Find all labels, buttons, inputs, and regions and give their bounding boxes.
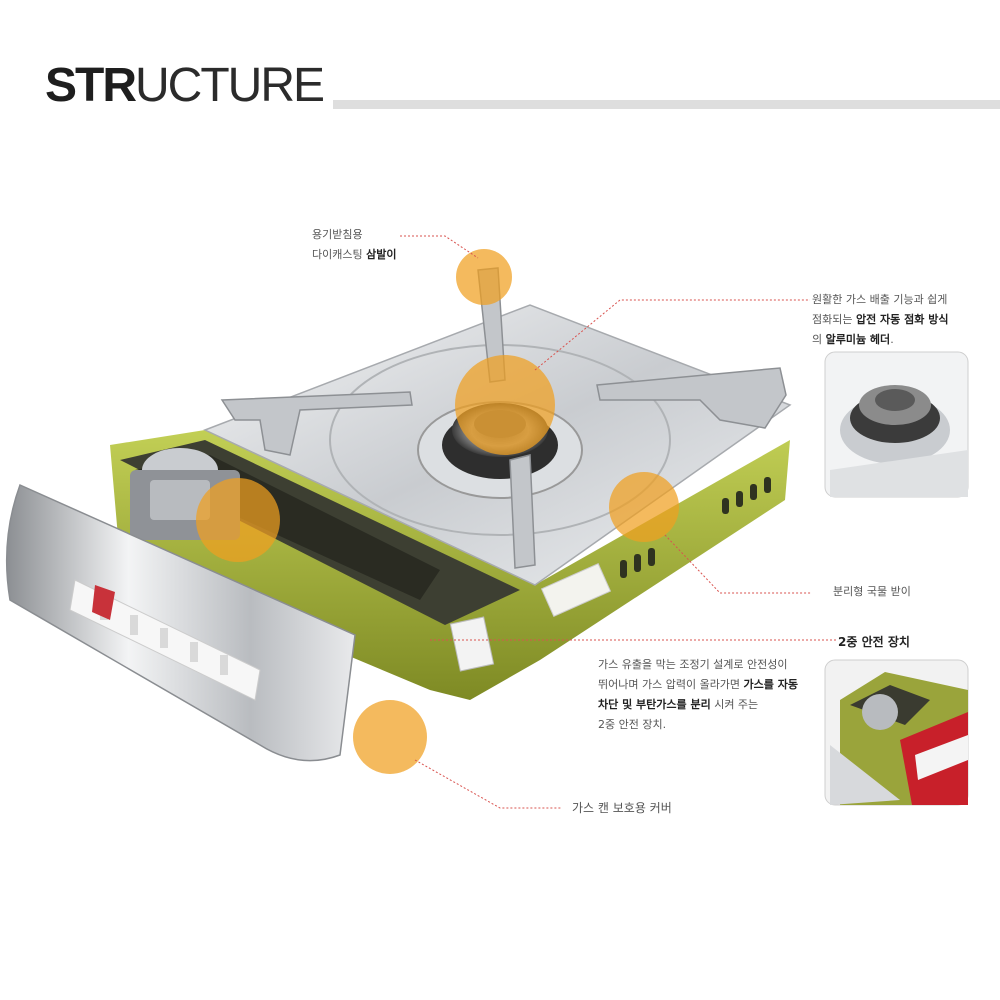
- title-rest-part: UCTURE: [135, 59, 325, 112]
- rating-sticker: [449, 616, 495, 672]
- safety-device-photo: [824, 659, 969, 806]
- marker-burner: [455, 355, 555, 455]
- marker-regulator: [196, 478, 280, 562]
- callout-safety-heading: 2중 안전 장치: [838, 635, 910, 649]
- callout-tripod-line1: 용기받침용: [312, 228, 363, 241]
- burner-closeup-photo: [824, 351, 969, 498]
- callout-safety-line1: 가스 유출을 막는 조정기 설계로 안전성이: [598, 658, 788, 671]
- callout-tray: 분리형 국물 받이: [833, 585, 911, 598]
- callout-burner-line1: 원활한 가스 배출 기능과 쉽게: [812, 293, 948, 306]
- title-bold-part: STR: [45, 59, 137, 112]
- callout-burner: 원활한 가스 배출 기능과 쉽게 점화되는 압전 자동 점화 방식 의 알루미늄…: [812, 290, 948, 350]
- highlight-markers: [196, 249, 679, 774]
- page-title: STRUCTURE: [45, 59, 325, 112]
- marker-tray: [609, 472, 679, 542]
- callout-safety-line2: 뛰어나며 가스 압력이 올라가면 가스를 자동: [598, 678, 798, 691]
- callout-safety-line3: 차단 및 부탄가스를 분리 시켜 주는: [598, 698, 759, 711]
- title-rule: [333, 100, 1000, 109]
- gas-can-cover: [5, 483, 356, 762]
- callout-cover: 가스 캔 보호용 커버: [572, 801, 672, 815]
- callout-burner-line2: 점화되는 압전 자동 점화 방식: [812, 313, 949, 326]
- callout-safety-line4: 2중 안전 장치.: [598, 718, 667, 731]
- callout-tripod: 용기받침용 다이캐스팅 삼발이: [312, 225, 396, 265]
- callout-tripod-line2: 다이캐스팅 삼발이: [312, 248, 397, 261]
- callout-burner-line3: 의 알루미늄 헤더.: [812, 333, 894, 346]
- leader-lines: [400, 235, 838, 809]
- marker-tripod: [456, 249, 512, 305]
- marker-cover: [353, 700, 427, 774]
- side-vents: [620, 477, 771, 578]
- callout-safety: 가스 유출을 막는 조정기 설계로 안전성이 뛰어나며 가스 압력이 올라가면 …: [598, 655, 798, 735]
